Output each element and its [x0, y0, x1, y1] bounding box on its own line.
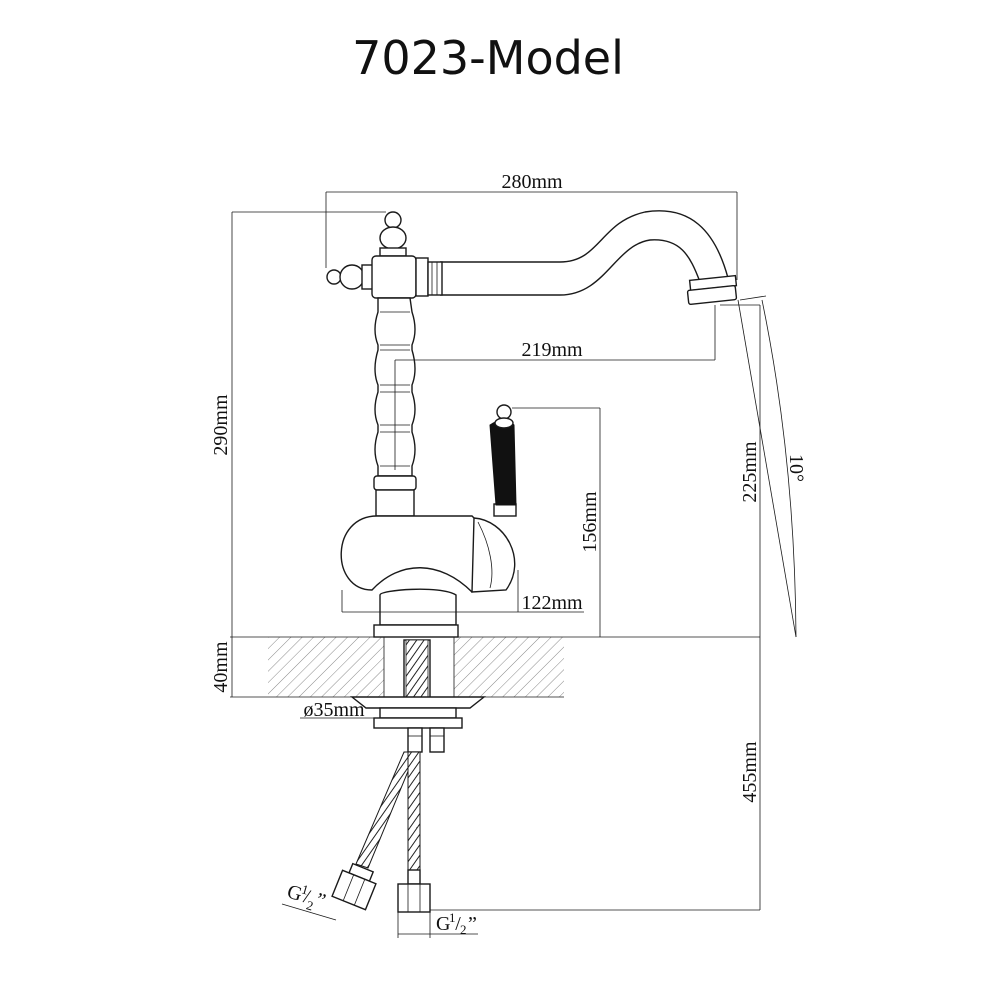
svg-text:”: ” — [313, 889, 328, 913]
dim-spout-height: 225mm — [739, 441, 761, 503]
svg-text:”: ” — [468, 913, 477, 935]
dim-deck-thickness: 40mm — [210, 641, 232, 693]
finial — [379, 211, 407, 257]
svg-text:1: 1 — [300, 881, 310, 897]
dim-overall-height: 290mm — [210, 394, 232, 456]
dim-swivel-angle: 10° — [785, 454, 807, 482]
head-block — [371, 255, 443, 299]
drawing-title: 7023-Model — [352, 31, 624, 85]
countertop — [230, 636, 760, 698]
svg-text:/: / — [301, 885, 313, 908]
svg-text:1: 1 — [449, 910, 456, 925]
svg-text:2: 2 — [305, 897, 315, 913]
supply-hoses — [331, 751, 431, 913]
spout — [429, 210, 738, 305]
thread-spec-left: G 1 / 2 ” — [285, 881, 328, 914]
dim-hose-length: 455mm — [739, 741, 761, 803]
faucet-body — [340, 515, 516, 638]
thread-spec-right: G 1 / 2 ” — [436, 910, 477, 937]
dim-spout-reach: 219mm — [521, 339, 583, 361]
svg-text:G: G — [436, 913, 450, 935]
lever-handle — [489, 404, 517, 517]
dim-hole-diameter: ø35mm — [303, 699, 365, 721]
svg-text:G: G — [285, 881, 305, 906]
svg-text:/: / — [455, 913, 461, 935]
dim-handle-height: 156mm — [579, 491, 601, 553]
dim-body-width: 122mm — [521, 592, 583, 614]
dim-overall-reach: 280mm — [501, 171, 563, 193]
svg-text:2: 2 — [460, 922, 467, 937]
dimension-lines — [231, 191, 797, 938]
mounting-hardware — [349, 639, 487, 753]
side-knob — [326, 264, 375, 290]
column — [373, 297, 417, 517]
